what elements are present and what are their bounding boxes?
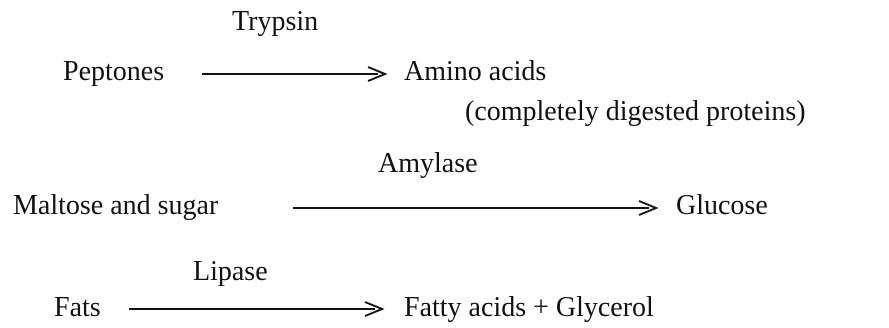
reaction-arrow-2 <box>293 200 659 216</box>
enzyme-label-lipase: Lipase <box>193 256 268 287</box>
product-amino-acids: Amino acids <box>404 56 547 87</box>
product-glucose: Glucose <box>676 190 768 221</box>
product-fatty-acids-glycerol: Fatty acids + Glycerol <box>404 292 654 323</box>
substrate-maltose-and-sugar: Maltose and sugar <box>13 190 219 221</box>
enzyme-label-trypsin: Trypsin <box>232 6 319 37</box>
reaction-arrow-1 <box>202 66 388 82</box>
reaction-arrow-3 <box>129 301 385 317</box>
substrate-peptones: Peptones <box>63 56 165 87</box>
substrate-fats: Fats <box>54 292 101 323</box>
product-note: (completely digested proteins) <box>465 96 806 127</box>
enzyme-label-amylase: Amylase <box>378 148 478 179</box>
